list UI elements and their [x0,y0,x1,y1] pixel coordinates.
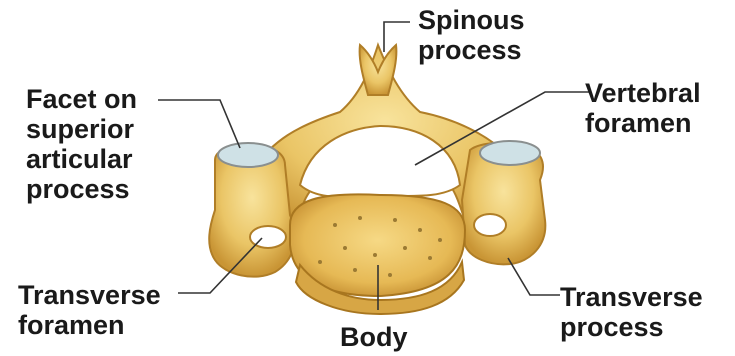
label-transverse-process: Transverse process [560,282,703,342]
label-spinous-process: Spinous process [418,5,525,65]
leader-facet [158,100,240,148]
label-vertebral-foramen: Vertebral foramen [585,78,701,138]
left-facet [218,143,278,167]
label-facet-superior-articular-process: Facet on superior articular process [26,84,137,204]
right-facet [480,141,540,165]
label-transverse-foramen: Transverse foramen [18,280,161,340]
label-body: Body [340,322,408,352]
right-transverse-foramen-hole [474,214,506,236]
